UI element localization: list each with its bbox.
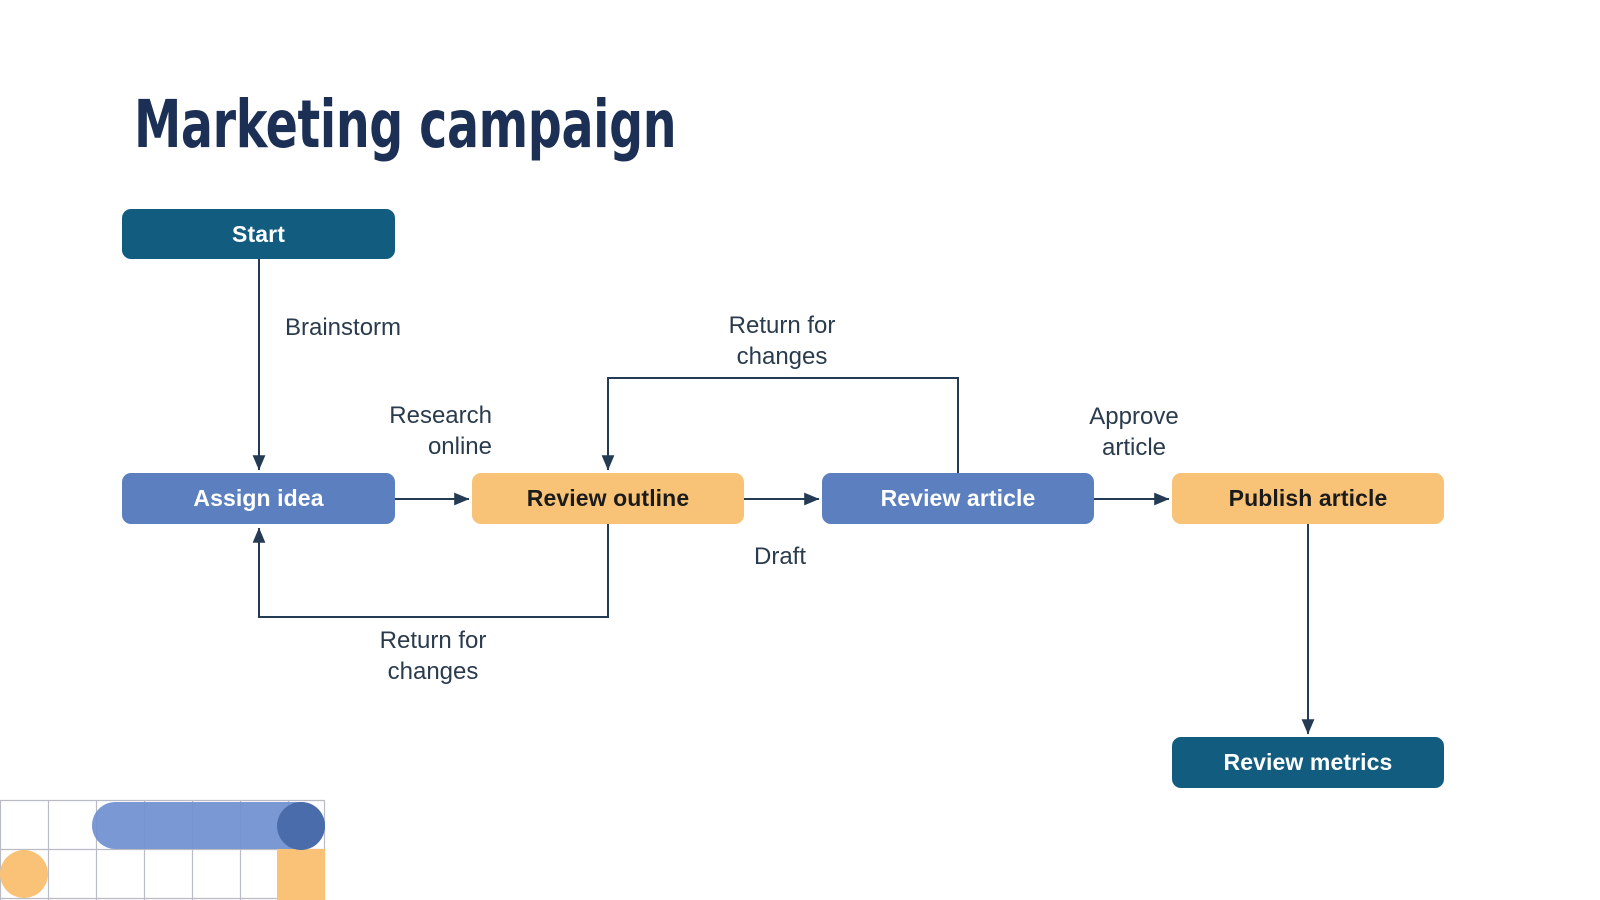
page-title: Marketing campaign bbox=[134, 86, 677, 163]
flow-node-review-metrics[interactable]: Review metrics bbox=[1172, 737, 1444, 788]
flow-node-start[interactable]: Start bbox=[122, 209, 395, 259]
edge-label-return-for-changes-top: Return for changes bbox=[728, 312, 836, 370]
flow-node-publish-article[interactable]: Publish article bbox=[1172, 473, 1444, 524]
flow-node-review-article[interactable]: Review article bbox=[822, 473, 1094, 524]
flow-node-assign-idea[interactable]: Assign idea bbox=[122, 473, 395, 524]
edge-label-return-for-changes-bottom: Return for changes bbox=[379, 627, 487, 685]
edge-label-brainstorm: Brainstorm bbox=[285, 314, 402, 341]
edge-label-draft: Draft bbox=[754, 543, 807, 570]
flow-node-review-outline[interactable]: Review outline bbox=[472, 473, 744, 524]
edge-label-approve-article: Approve article bbox=[1089, 403, 1179, 461]
edge-label-research-online: Research online bbox=[389, 402, 492, 460]
connector-review-article-to-review-outline-return bbox=[601, 377, 959, 473]
connector-review-outline-to-assign-idea-return bbox=[252, 524, 609, 618]
